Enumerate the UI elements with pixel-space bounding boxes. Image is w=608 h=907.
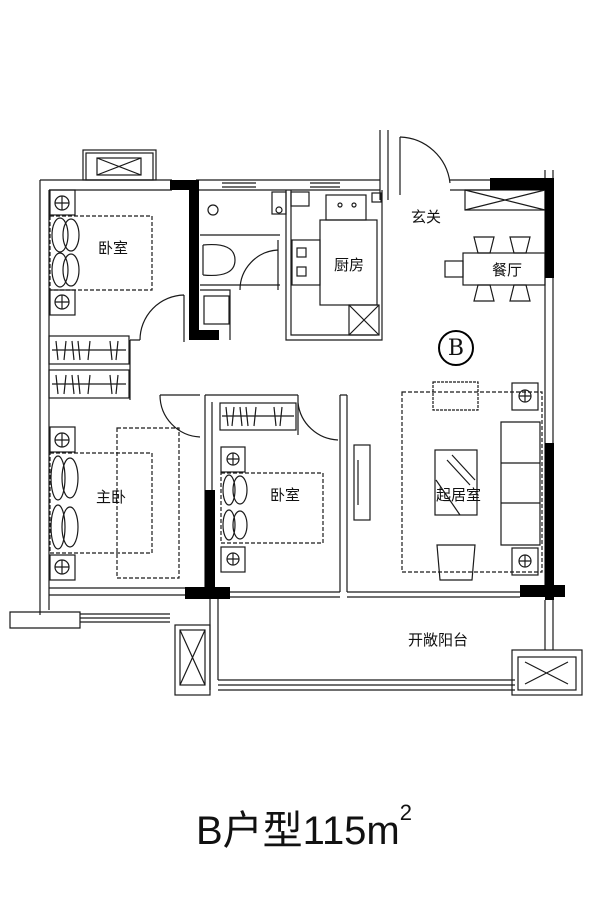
room-label-kitchen: 厨房 — [334, 256, 365, 274]
floor-plan-caption: B户型115m2 — [0, 798, 608, 856]
room-label-bedroom-middle: 卧室 — [270, 486, 301, 504]
room-label-open-balcony: 开敞阳台 — [408, 631, 469, 649]
room-label-foyer: 玄关 — [411, 208, 442, 226]
room-label-bedroom-north: 卧室 — [98, 239, 129, 257]
room-label-dining: 餐厅 — [492, 261, 523, 279]
caption-superscript: 2 — [399, 800, 413, 825]
caption-text: B户型115m — [195, 809, 400, 853]
room-label-living-room: 起居室 — [436, 486, 482, 504]
unit-marker: B — [438, 330, 474, 366]
room-label-master-bedroom: 主卧 — [96, 488, 127, 506]
